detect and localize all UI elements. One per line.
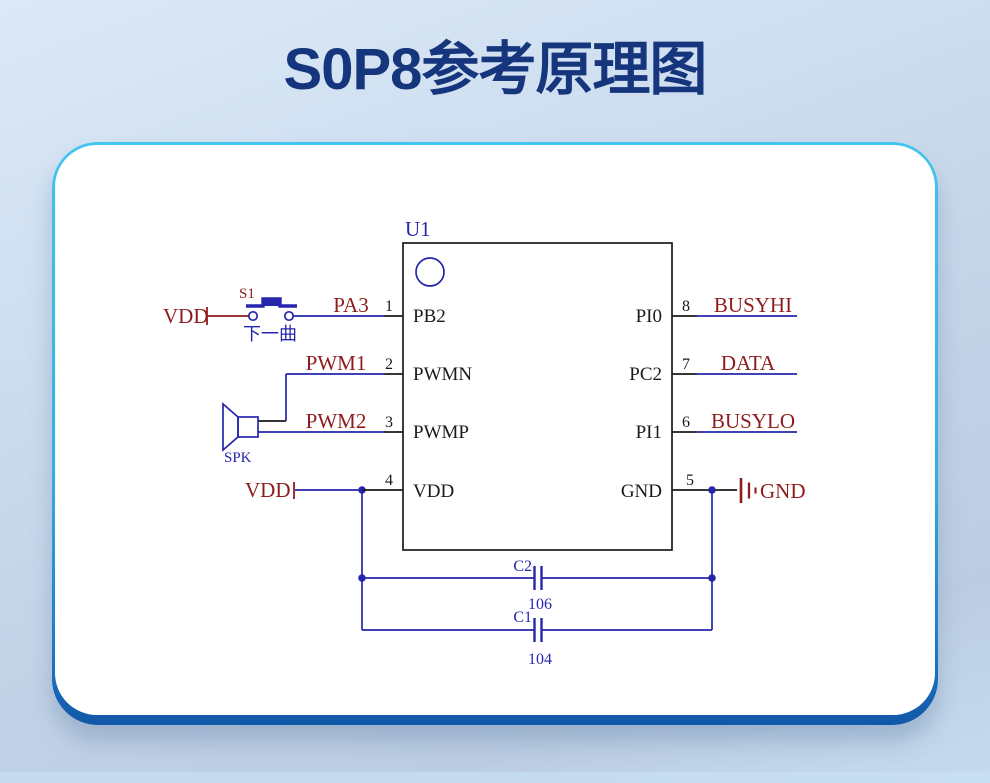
switch-refdes: S1 — [239, 286, 255, 302]
pin-number: 5 — [686, 472, 694, 489]
speaker-label: SPK — [224, 450, 252, 466]
chip-pin-name: PWMN — [413, 364, 472, 385]
net-label: BUSYLO — [711, 409, 795, 433]
pin-number: 7 — [682, 356, 690, 373]
pushbutton-icon — [246, 297, 297, 322]
chip-pin-name: VDD — [413, 481, 454, 502]
capacitor-value: 106 — [528, 596, 552, 613]
net-pin8-busyhi: BUSYHI — [672, 293, 797, 317]
net-label: PWM2 — [306, 409, 367, 433]
switch-terminal — [247, 310, 259, 322]
capacitor-symbol-c2 — [533, 566, 543, 590]
page-title: S0P8参考原理图 — [283, 37, 708, 102]
junction-dot — [708, 574, 716, 582]
junction-dot — [358, 574, 366, 582]
pin1-indicator-circle — [415, 257, 445, 287]
decoupling-network: C2 106 C1 104 — [358, 490, 716, 668]
net-pin4-vdd: VDD — [245, 478, 403, 502]
net-label: DATA — [721, 351, 776, 375]
speaker-cone — [222, 402, 239, 452]
capacitor-symbol-c1 — [533, 618, 543, 642]
net-pin6-busylo: BUSYLO — [672, 409, 797, 433]
capacitor-refdes: C2 — [513, 558, 532, 575]
net-pwm-speaker: PWM1 PWM2 SPK — [222, 351, 403, 466]
chip-body — [402, 242, 673, 551]
switch-actuator-cap — [263, 299, 280, 306]
power-port-label: VDD — [245, 478, 291, 502]
chip-refdes: U1 — [405, 217, 431, 241]
chip-pin-name: GND — [621, 481, 662, 502]
power-port-label: GND — [760, 479, 806, 503]
capacitor-refdes: C1 — [513, 609, 532, 626]
pin-number: 4 — [385, 472, 393, 489]
net-pin7-data: DATA — [672, 351, 797, 375]
pin-number: 1 — [385, 298, 393, 315]
chip-pin-name: PB2 — [413, 306, 446, 327]
net-label: PWM1 — [306, 351, 367, 375]
power-port-label: VDD — [163, 304, 209, 328]
pin-number: 3 — [385, 414, 393, 431]
chip-pin-name: PI1 — [636, 422, 662, 443]
capacitor-value: 104 — [528, 651, 552, 668]
switch-terminal — [283, 310, 295, 322]
chip-pin-name: PC2 — [629, 364, 662, 385]
net-label: PA3 — [333, 293, 368, 317]
pin-number: 8 — [682, 298, 690, 315]
speaker-icon — [222, 402, 259, 452]
net-pin1-pa3: VDD S1 下一曲 PA3 — [163, 286, 403, 344]
background-bottom-band — [0, 772, 990, 783]
pin-number: 2 — [385, 356, 393, 373]
chip-u1: U1 PB2 PWMN PWMP VDD PI0 PC2 PI1 GND 1 2… — [385, 217, 694, 551]
schematic-card-border — [52, 142, 938, 725]
chip-pin-name: PWMP — [413, 422, 469, 443]
speaker-body — [237, 416, 259, 438]
pin-number: 6 — [682, 414, 690, 431]
ground-symbol-icon — [739, 478, 757, 503]
net-pin5-gnd: GND — [672, 478, 806, 503]
chip-pin-name: PI0 — [636, 306, 662, 327]
switch-caption: 下一曲 — [243, 324, 297, 344]
net-label: BUSYHI — [714, 293, 792, 317]
